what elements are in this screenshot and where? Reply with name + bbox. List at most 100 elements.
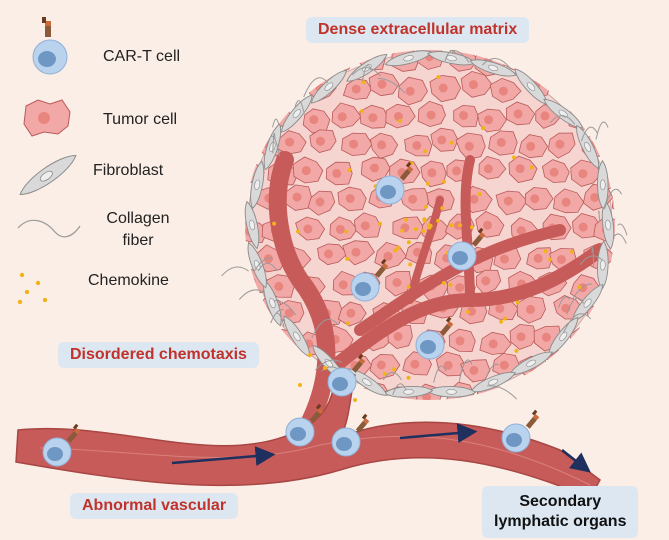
fibroblast: [427, 51, 476, 66]
collagen-fiber: [311, 318, 339, 339]
tumor-vessels: [268, 151, 607, 449]
tumor-cell: [325, 161, 353, 186]
chemokine-dot: [515, 300, 520, 305]
tumor-cell: [502, 50, 532, 71]
fibroblast-legend-icon: [19, 154, 77, 196]
tumor-cell: [475, 210, 505, 238]
chemokine-dot: [499, 319, 504, 324]
collagen-fiber: [558, 296, 571, 308]
fibroblast: [601, 200, 615, 250]
tumor-cell: [296, 50, 326, 75]
tumor-cell: [516, 295, 546, 324]
chemokine-dot: [378, 221, 383, 226]
fibroblast: [244, 200, 260, 250]
tumor-cell: [509, 323, 538, 350]
collagen-fiber: [272, 132, 276, 154]
legend-label-collagen-line1: Collagen: [106, 210, 170, 227]
chemokine-dot: [529, 165, 534, 170]
collagen-fiber: [238, 289, 265, 300]
collagen-legend-icon: [17, 219, 81, 238]
chemokine-dot: [396, 245, 401, 250]
car-t-cell: [501, 409, 540, 453]
chemokine-dot: [404, 217, 409, 222]
chemokine-dot: [323, 366, 327, 370]
tumor-cell: [489, 77, 522, 103]
tumor-cell: [331, 102, 362, 129]
tumor-cell: [271, 382, 301, 400]
tumor-cell: [508, 155, 538, 183]
tumor-cell: [292, 156, 324, 184]
collagen-fiber: [486, 363, 500, 377]
collagen-fiber: [433, 365, 447, 383]
chemokine-dot: [344, 229, 349, 234]
tumor-cell: [577, 351, 609, 379]
legend-label-chemokine: Chemokine: [88, 272, 169, 289]
chemokine-dot: [422, 218, 427, 223]
tumor-cell: [341, 132, 373, 157]
tumor-cell: [302, 108, 331, 134]
fibroblast: [281, 94, 313, 133]
fibroblast: [263, 123, 281, 171]
tumor-cell: [477, 108, 507, 133]
chemokine-dot: [577, 285, 582, 290]
chemokine-dot: [398, 119, 402, 123]
chemokine-dot: [441, 281, 446, 285]
tumor-cell: [245, 99, 271, 125]
legend-label-car-t: CAR-T cell: [103, 48, 181, 65]
legend-icons: [17, 17, 81, 305]
tumor-cell: [495, 190, 528, 216]
car-t-cell: [375, 161, 414, 205]
chemokine-dot: [449, 140, 454, 145]
fibroblast: [576, 124, 599, 170]
chemokine-dot: [393, 248, 398, 253]
collagen-fiber: [315, 359, 343, 371]
tumor-cell: [267, 50, 298, 69]
car-t-cells: [42, 161, 540, 467]
tumor-cell: [541, 159, 570, 183]
tumor-cell: [455, 132, 486, 160]
tumor-cell: [538, 387, 570, 400]
legend-label-collagen: Collagen fiber: [93, 208, 183, 252]
tumor-cell: [337, 186, 367, 212]
collagen-fiber: [591, 247, 595, 268]
collagen-fiber: [253, 257, 273, 272]
tumor-cell: [613, 134, 615, 157]
collagen-fiber: [572, 283, 593, 299]
collagen-fiber: [303, 77, 329, 98]
car-t-cell: [327, 353, 366, 397]
collagen-fibers: [221, 49, 628, 400]
flow-arrow-2: [399, 423, 478, 444]
chemokine-dot: [427, 225, 432, 230]
chemokine-dot: [426, 181, 430, 186]
collagen-fiber: [377, 77, 406, 94]
chemokine-dot: [361, 80, 366, 85]
collagen-fiber: [361, 65, 372, 82]
car-t-cell: [331, 413, 370, 457]
chemokine-dot: [296, 229, 300, 234]
collagen-fiber: [352, 67, 381, 77]
tumor-cell: [295, 216, 326, 241]
chemokine-dot: [436, 218, 441, 223]
chemokine-dot: [382, 371, 387, 376]
chemokine-dot: [449, 223, 454, 228]
callout-secondary-line1: Secondary: [519, 493, 602, 510]
chemokine-dot: [360, 109, 365, 113]
callout-abnormal-vascular: Abnormal vascular: [70, 493, 239, 519]
tumor-cell: [598, 107, 615, 133]
fibroblast: [469, 59, 517, 77]
collagen-fiber: [613, 233, 627, 244]
tumor-cell: [613, 358, 615, 386]
tumor-cell: [420, 160, 447, 188]
tumor-cell: [601, 52, 615, 75]
chemokine-dot: [423, 149, 427, 154]
tumor-cell: [585, 74, 614, 100]
tumor-cell: [360, 156, 391, 182]
chemokine-dot: [272, 221, 277, 226]
tumor-cell: [342, 240, 375, 266]
collagen-fiber: [392, 383, 407, 396]
collagen-fiber: [598, 210, 600, 222]
collagen-fiber: [382, 371, 402, 381]
tumor-cell: [595, 323, 615, 351]
tumor-cell: [611, 190, 615, 215]
chemokine-dot: [512, 155, 516, 160]
